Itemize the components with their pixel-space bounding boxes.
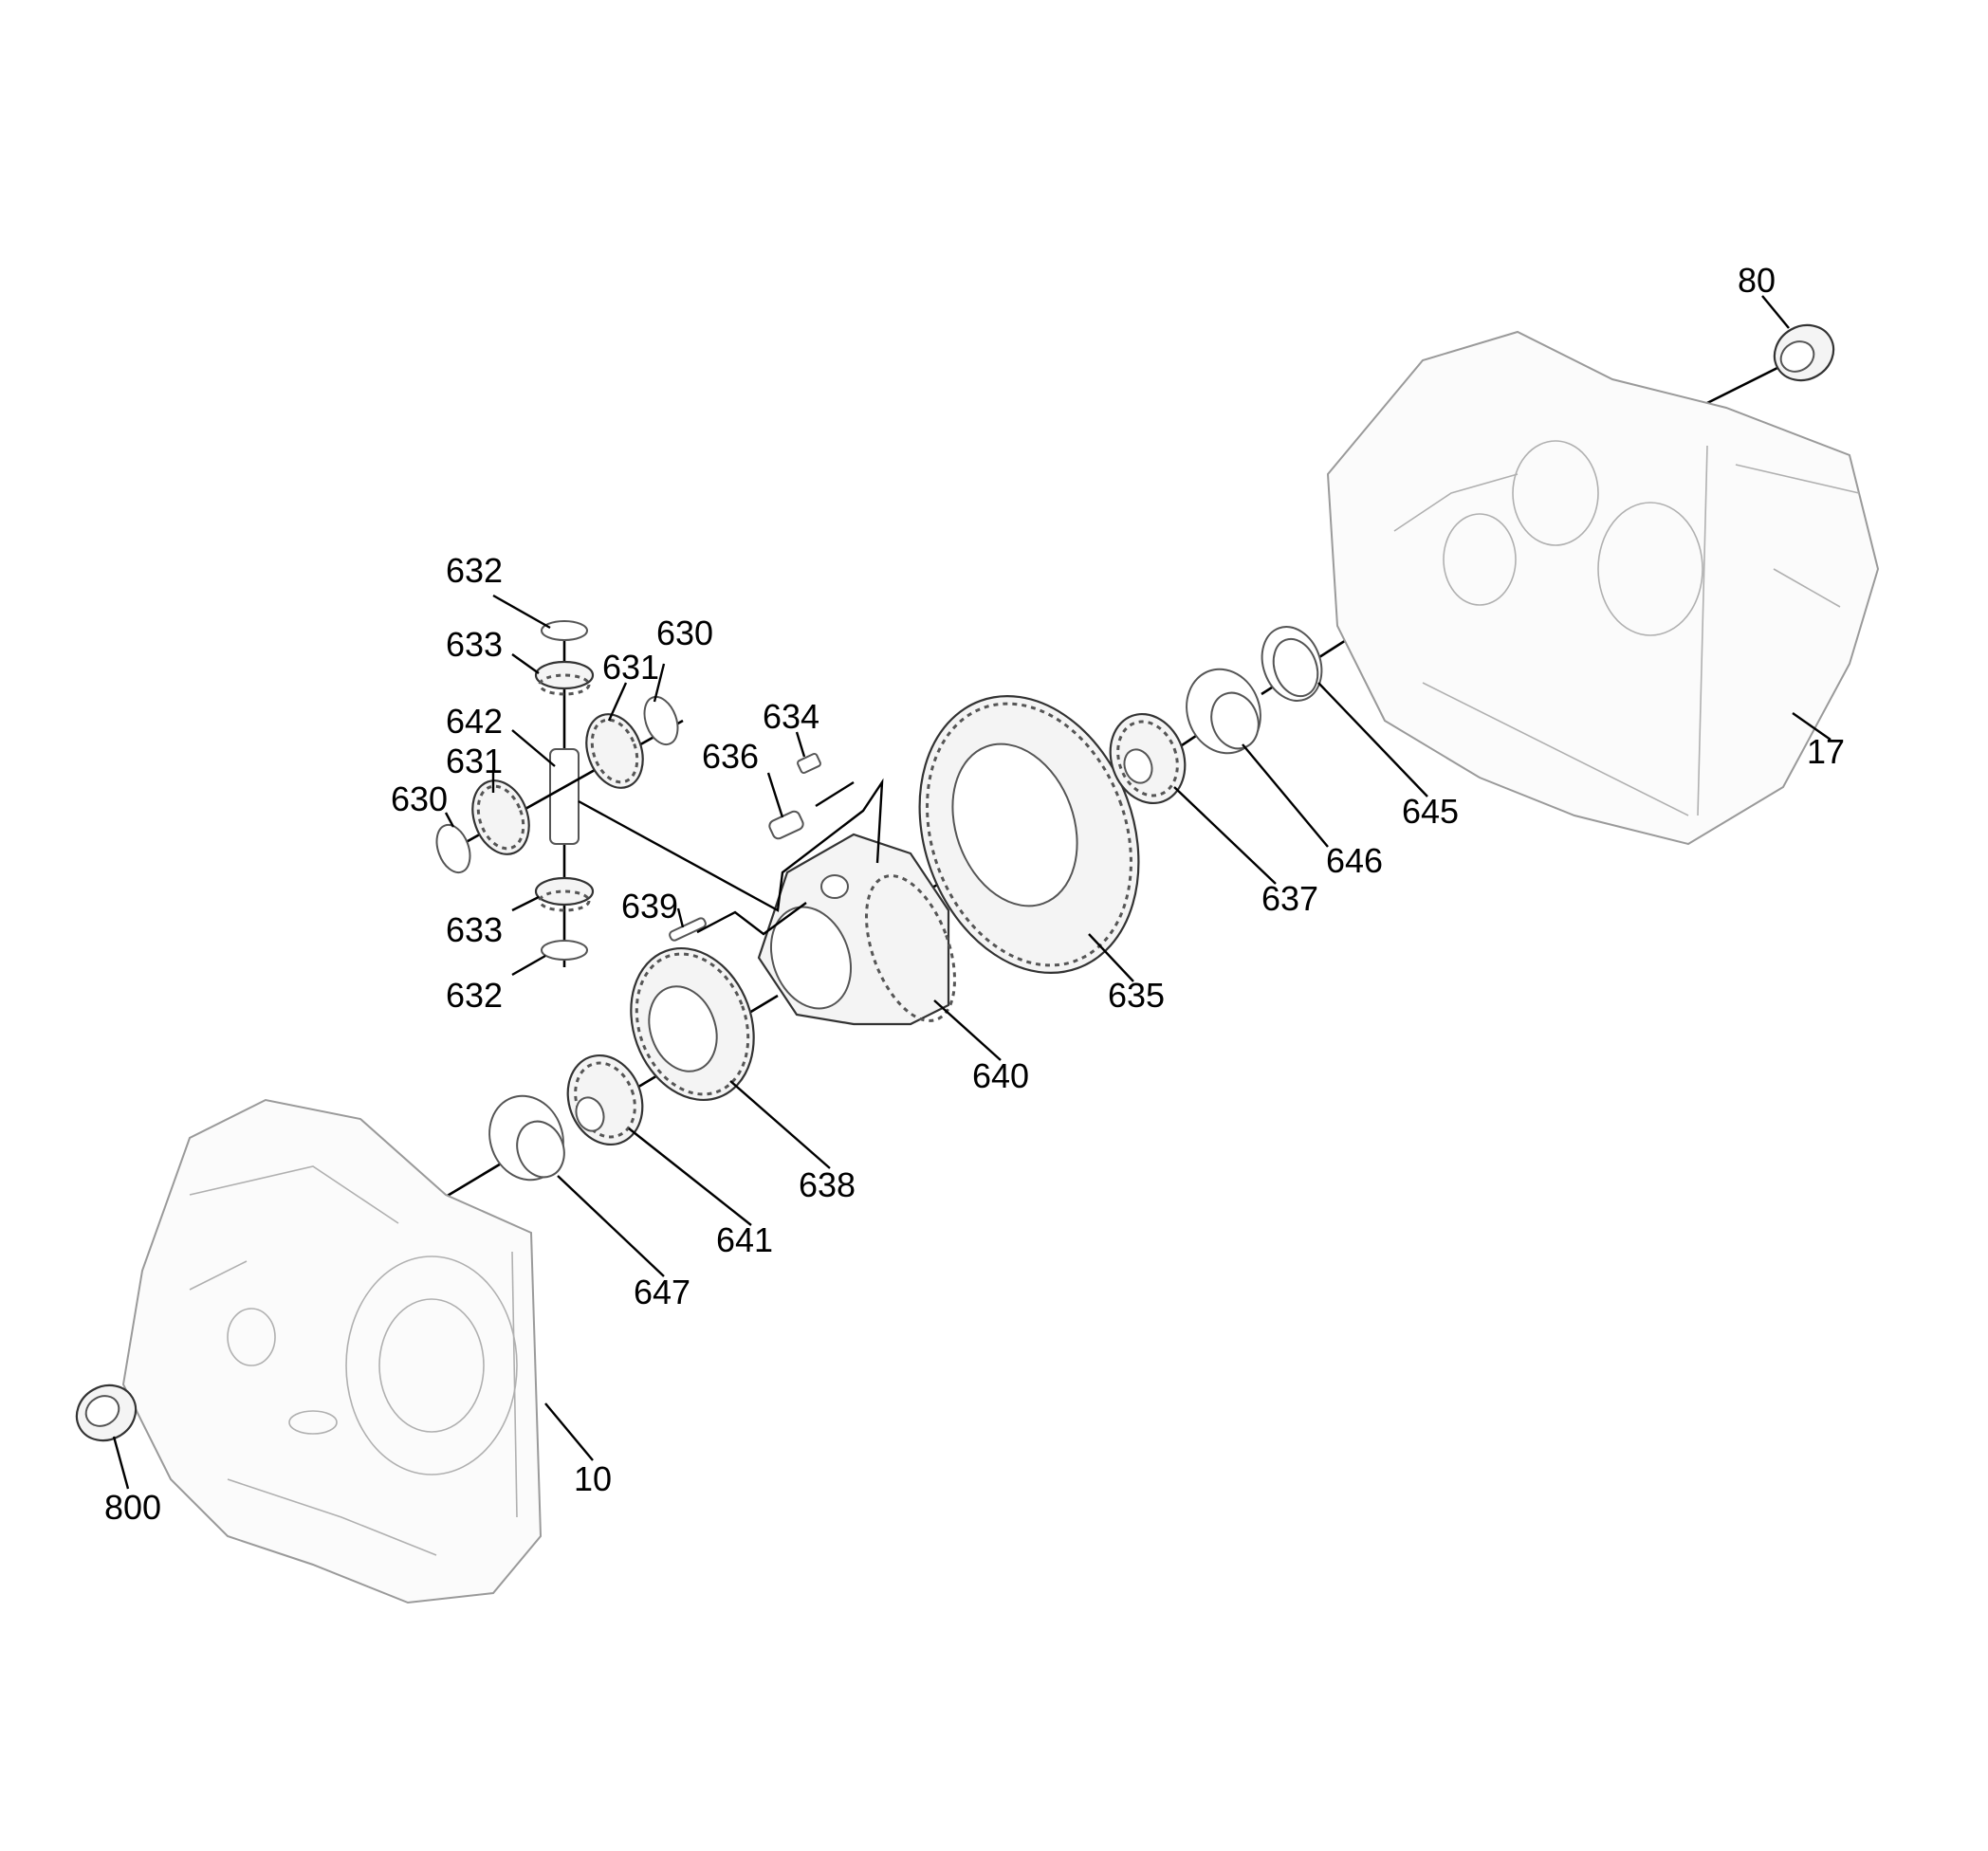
shim-645	[1261, 626, 1323, 702]
callout-635: 635	[1108, 976, 1165, 1015]
callout-641: 641	[716, 1220, 773, 1259]
differential-case-640	[757, 833, 956, 1026]
callout-647: 647	[634, 1273, 690, 1311]
callout-634: 634	[763, 697, 819, 736]
bearing-641	[566, 1054, 644, 1146]
callout-632-top: 632	[446, 551, 503, 590]
callout-633-top: 633	[446, 625, 503, 664]
callout-639: 639	[621, 887, 678, 926]
callout-800: 800	[104, 1488, 161, 1527]
gear-638	[630, 946, 755, 1102]
housing-10	[121, 1098, 543, 1604]
callout-10: 10	[574, 1459, 612, 1498]
callout-17: 17	[1807, 732, 1845, 771]
housing-17	[1326, 330, 1880, 846]
seal-800	[75, 1384, 138, 1442]
differential-internals	[435, 620, 884, 967]
callout-642: 642	[446, 702, 503, 741]
bearing-cup-647	[488, 1094, 565, 1182]
callout-80: 80	[1738, 261, 1776, 300]
callout-631-left: 631	[446, 742, 503, 780]
callout-630-left: 630	[391, 779, 448, 818]
callout-638: 638	[799, 1165, 856, 1204]
callout-633-bottom: 633	[446, 910, 503, 949]
bearing-637	[1109, 712, 1187, 805]
seal-80	[1773, 323, 1835, 382]
callout-632-bottom: 632	[446, 976, 503, 1015]
ring-gear-635	[918, 695, 1140, 974]
bearing-cup-646	[1186, 668, 1261, 755]
callout-leaders	[112, 295, 1832, 1490]
callout-labels: 80 17 645 646 637 635 640 638 641 647 10…	[104, 261, 1845, 1527]
callout-631-top: 631	[602, 648, 659, 687]
callout-646: 646	[1326, 841, 1383, 880]
callout-630-top: 630	[656, 614, 713, 652]
callout-636: 636	[702, 737, 759, 776]
callout-640: 640	[972, 1056, 1029, 1095]
callout-637: 637	[1261, 879, 1318, 918]
callout-645: 645	[1402, 792, 1459, 831]
